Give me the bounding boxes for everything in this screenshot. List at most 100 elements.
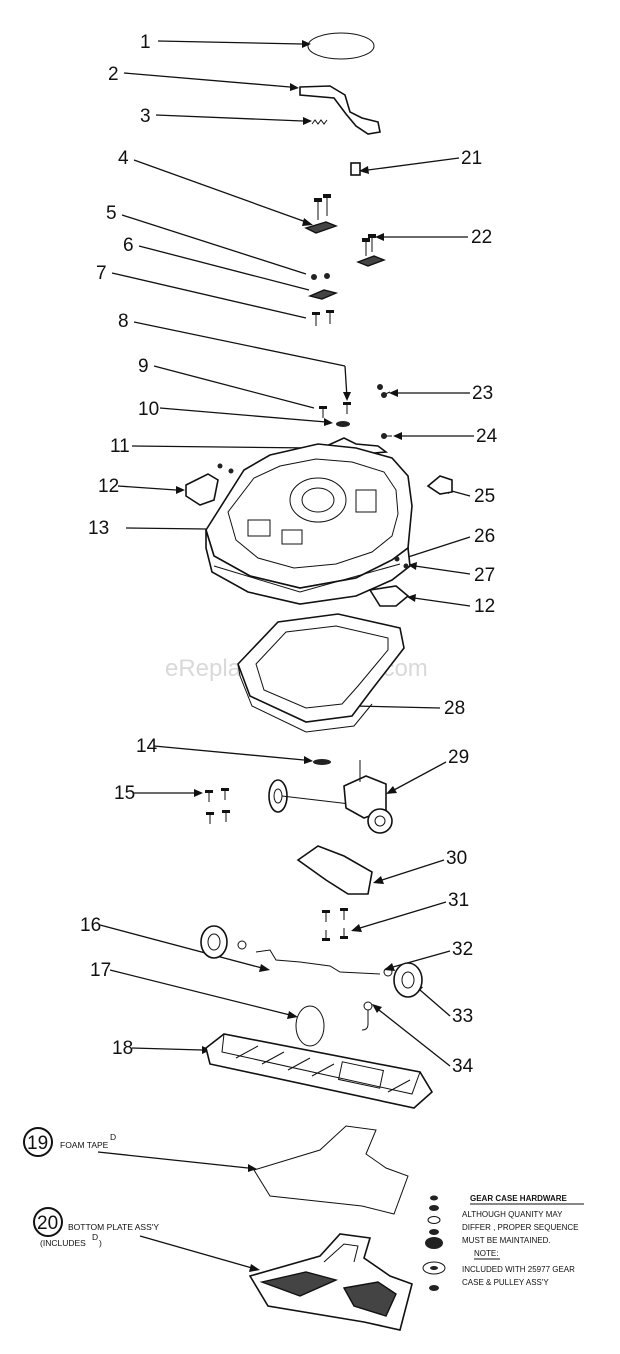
arrow-3 xyxy=(303,117,312,125)
arrow-4 xyxy=(302,218,313,226)
arrow-10 xyxy=(324,418,333,426)
arrow-1 xyxy=(302,40,311,48)
callout-6: 6 xyxy=(123,235,134,256)
part-spring xyxy=(311,119,328,125)
leader-31 xyxy=(359,901,447,929)
arrow-31 xyxy=(351,924,362,932)
leader-34 xyxy=(378,1009,451,1067)
leader-4 xyxy=(133,159,307,223)
leader-18 xyxy=(131,1047,203,1051)
part-bracket xyxy=(299,85,381,135)
arrow-12-top xyxy=(176,486,185,494)
part-clip-14 xyxy=(313,759,331,765)
callout-5: 5 xyxy=(106,203,117,224)
callout-12-top: 12 xyxy=(98,476,119,497)
callout-23: 23 xyxy=(472,383,493,404)
part-nut-27 xyxy=(403,563,409,569)
foam-tape-label: FOAM TAPE xyxy=(60,1140,109,1150)
arrow-23 xyxy=(389,389,398,397)
leader-28 xyxy=(354,705,441,709)
part-belt xyxy=(307,32,375,60)
callout-33: 33 xyxy=(452,1006,473,1027)
leader-17 xyxy=(109,969,291,1016)
part-bracket-25 xyxy=(426,475,453,495)
callout-30: 30 xyxy=(446,848,467,869)
part-bumper-28 xyxy=(237,613,405,733)
gear-note-line3: MUST BE MAINTAINED. xyxy=(462,1236,551,1245)
part-screws-8-9 xyxy=(319,402,351,418)
callout-1: 1 xyxy=(140,32,151,53)
callout-10: 10 xyxy=(138,399,159,420)
leader-10 xyxy=(159,407,327,423)
callout-31: 31 xyxy=(448,890,469,911)
part-axle-29 xyxy=(268,760,393,834)
leader-20 xyxy=(139,1235,253,1269)
leader-1 xyxy=(157,40,303,45)
gear-note-line4: INCLUDED WITH 25977 GEAR xyxy=(462,1265,575,1274)
leader-21 xyxy=(367,157,460,171)
callout-4: 4 xyxy=(118,148,129,169)
part-o-ring-17 xyxy=(295,1005,325,1047)
part-housing-13 xyxy=(205,443,413,605)
callout-12-bottom: 12 xyxy=(474,596,495,617)
gear-note-line5: CASE & PULLEY ASS'Y xyxy=(462,1278,549,1287)
leader-14 xyxy=(153,745,305,761)
leader-lines xyxy=(97,40,474,1272)
leader-16 xyxy=(99,924,263,969)
leader-8 xyxy=(133,321,346,367)
arrow-21 xyxy=(359,166,369,174)
leader-5 xyxy=(121,214,307,275)
arrow-15 xyxy=(194,789,203,797)
arrow-8 xyxy=(343,392,351,401)
part-screw-24 xyxy=(381,433,392,439)
arrow-22 xyxy=(375,233,384,241)
gear-note-note-title: NOTE: xyxy=(474,1249,498,1258)
leader-9 xyxy=(153,365,315,409)
callout-28: 28 xyxy=(444,698,465,719)
leader-12-top xyxy=(117,485,177,491)
callout-19: 19 xyxy=(27,1133,48,1154)
leader-33 xyxy=(419,989,451,1017)
gear-case-hardware-stack xyxy=(422,1195,446,1291)
leader-6 xyxy=(138,245,310,291)
part-foam-tape-19 xyxy=(253,1125,409,1215)
callout-3: 3 xyxy=(140,106,151,127)
leader-19 xyxy=(97,1151,249,1169)
part-screw-23 xyxy=(377,384,391,398)
gear-note-line1: ALTHOUGH QUANITY MAY xyxy=(462,1210,563,1219)
arrow-24 xyxy=(393,432,402,440)
part-wheel-33 xyxy=(393,962,423,998)
arrow-27 xyxy=(408,562,417,570)
bottom-plate-label: BOTTOM PLATE ASS'Y xyxy=(68,1222,159,1232)
arrow-16 xyxy=(259,964,270,972)
leader-29 xyxy=(393,761,447,791)
callout-18: 18 xyxy=(112,1038,133,1059)
part-plate-4 xyxy=(304,194,338,234)
part-nut-5a xyxy=(311,274,317,280)
callout-19-group: 19 FOAM TAPE D xyxy=(23,1127,116,1157)
callout-24: 24 xyxy=(476,426,498,447)
leader-11 xyxy=(131,445,315,449)
callout-7: 7 xyxy=(96,263,107,284)
callout-22: 22 xyxy=(471,227,492,248)
arrow-29 xyxy=(386,786,397,794)
callout-9: 9 xyxy=(138,356,149,377)
part-screws-15 xyxy=(205,788,230,824)
callout-32: 32 xyxy=(452,939,473,960)
callout-2: 2 xyxy=(108,64,119,85)
callout-16: 16 xyxy=(80,915,101,936)
callout-14: 14 xyxy=(136,736,158,757)
leader-3 xyxy=(155,114,304,122)
arrow-12-bottom xyxy=(407,594,416,602)
callout-21: 21 xyxy=(461,148,482,169)
callout-13: 13 xyxy=(88,518,109,539)
part-washer-10 xyxy=(336,421,350,427)
arrow-32 xyxy=(384,963,395,971)
arrow-2 xyxy=(290,83,299,91)
part-plate-12-top xyxy=(185,473,219,506)
leader-7 xyxy=(111,272,307,319)
part-clip-21 xyxy=(350,162,361,176)
callout-17: 17 xyxy=(90,960,111,981)
arrow-30 xyxy=(373,876,384,884)
